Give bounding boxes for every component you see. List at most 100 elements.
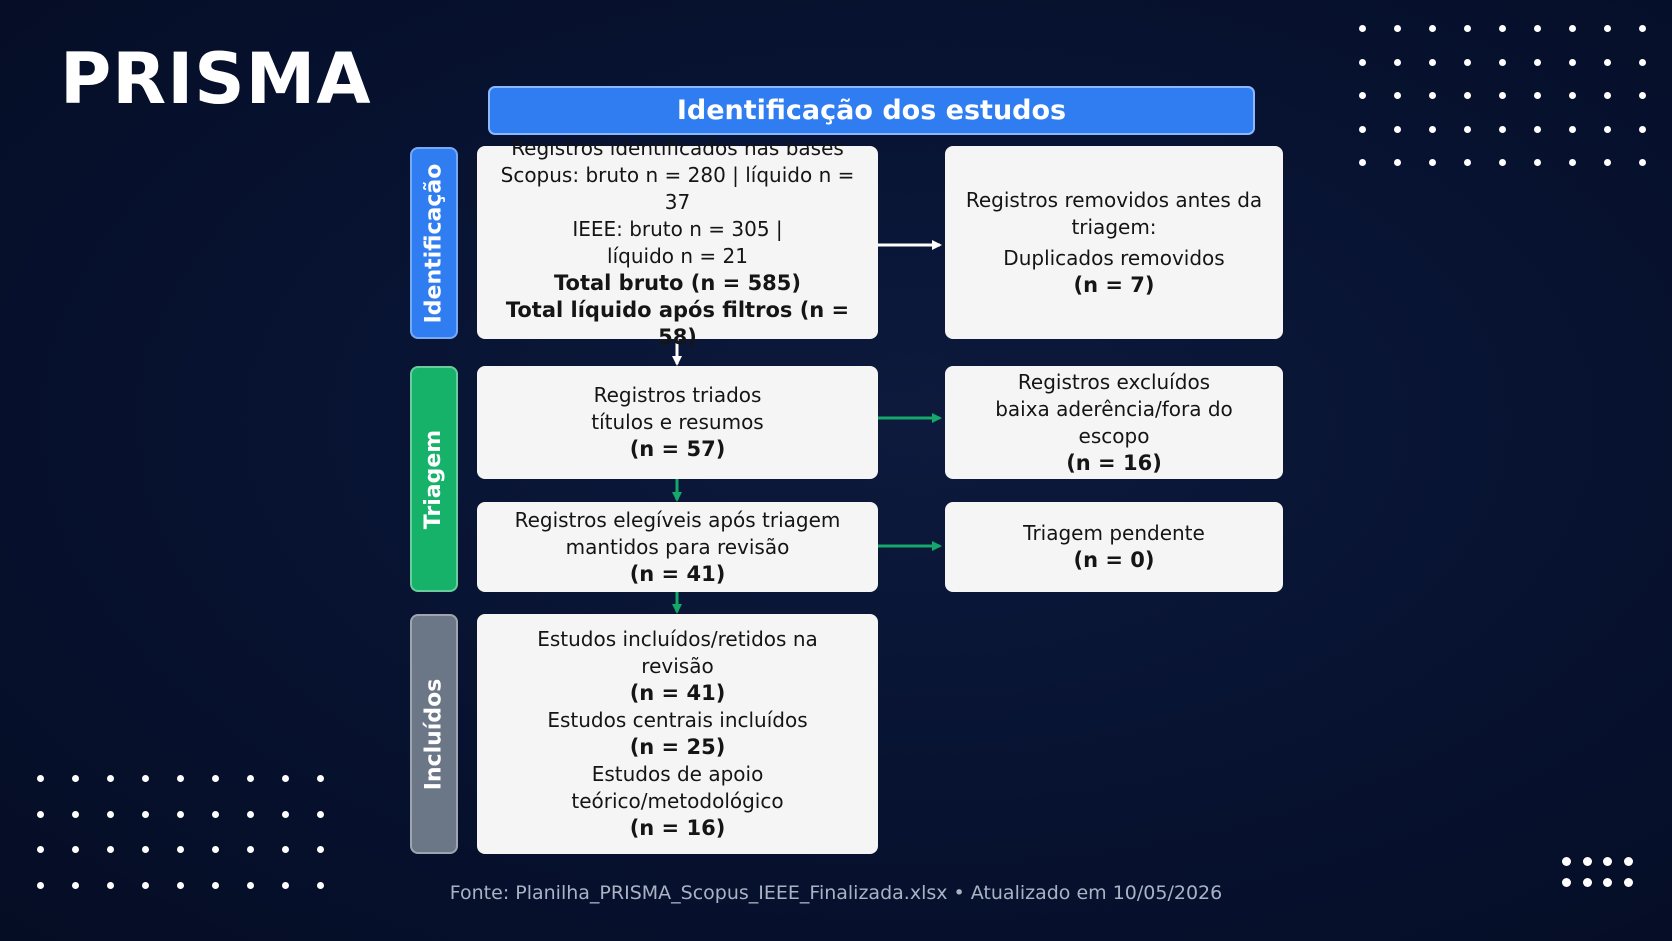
removed-count: (n = 7): [1073, 272, 1155, 297]
decorative-dot: [1639, 92, 1646, 99]
decorative-dot: [247, 775, 254, 782]
decorative-dot: [142, 846, 149, 853]
decorative-dot: [317, 846, 324, 853]
decorative-dot-grid-bottom-right: [1562, 857, 1644, 899]
decorative-dot: [1623, 857, 1633, 866]
removed-box: Registros removidos antes da triagem: Du…: [945, 146, 1283, 339]
decorative-dot: [212, 846, 219, 853]
decorative-dot: [1499, 92, 1506, 99]
decorative-dot: [282, 881, 289, 889]
decorative-dot: [1359, 25, 1366, 32]
decorative-dot: [1464, 58, 1471, 66]
eligible-line-1: Registros elegíveis após triagem: [514, 507, 841, 532]
decorative-dot: [72, 846, 79, 853]
decorative-dot: [1639, 125, 1646, 133]
decorative-dot: [1569, 92, 1576, 99]
decorative-dot: [317, 810, 324, 818]
decorative-dot: [282, 775, 289, 782]
decorative-dot: [1394, 159, 1401, 166]
page-title: PRISMA: [60, 38, 372, 120]
included-line-5: teórico/metodológico: [571, 789, 784, 813]
decorative-dot: [1569, 159, 1576, 166]
included-line-1: Estudos incluídos/retidos na: [537, 627, 818, 651]
screened-line-1: Registros triados: [593, 383, 762, 407]
decorative-dot: [1534, 25, 1541, 32]
decorative-dot: [107, 881, 114, 889]
decorative-dot: [1534, 58, 1541, 66]
decorative-dot: [317, 775, 324, 782]
decorative-dot: [1499, 159, 1506, 166]
decorative-dot: [1429, 92, 1436, 99]
decorative-dot: [37, 846, 44, 853]
decorative-dot: [212, 881, 219, 889]
decorative-dot: [1639, 58, 1646, 66]
excluded-count: (n = 16): [1066, 450, 1162, 475]
decorative-dot: [72, 881, 79, 889]
decorative-dot: [72, 810, 79, 818]
decorative-dot: [1569, 125, 1576, 133]
decorative-dot: [1623, 878, 1633, 887]
decorative-dot: [1582, 857, 1592, 866]
decorative-dot: [1499, 125, 1506, 133]
excluded-line-3: escopo: [1078, 423, 1150, 448]
decorative-dot: [177, 775, 184, 782]
decorative-dot: [37, 810, 44, 818]
decorative-dot: [1464, 125, 1471, 133]
stage-label-incluidos: Incluídos: [410, 614, 458, 854]
eligible-count: (n = 41): [629, 561, 726, 586]
included-count-2: (n = 25): [629, 735, 726, 759]
decorative-dot: [1359, 159, 1366, 166]
decorative-dot: [1639, 25, 1646, 32]
pending-line-1: Triagem pendente: [1023, 521, 1205, 545]
decorative-dot: [1394, 58, 1401, 66]
included-line-2: revisão: [641, 654, 714, 678]
decorative-dot: [177, 881, 184, 889]
decorative-dot: [1394, 92, 1401, 99]
eligible-line-2: mantidos para revisão: [565, 534, 790, 559]
decorative-dot: [177, 810, 184, 818]
decorative-dot: [1429, 125, 1436, 133]
decorative-dot: [72, 775, 79, 782]
decorative-dot: [37, 775, 44, 782]
decorative-dot: [1359, 92, 1366, 99]
decorative-dot: [107, 846, 114, 853]
included-line-4: Estudos de apoio: [591, 762, 764, 786]
identification-total-liquido: Total líquido após filtros (n = 58): [505, 297, 850, 349]
included-box: Estudos incluídos/retidos na revisão (n …: [477, 614, 878, 854]
excluded-box: Registros excluídos baixa aderência/fora…: [945, 366, 1283, 479]
decorative-dot: [1603, 857, 1612, 866]
screened-count: (n = 57): [629, 437, 726, 461]
decorative-dot: [107, 775, 114, 782]
decorative-dot: [1604, 159, 1611, 166]
decorative-dot: [1359, 58, 1366, 66]
decorative-dot: [1569, 58, 1576, 66]
decorative-dot: [1604, 25, 1611, 32]
pending-box: Triagem pendente (n = 0): [945, 502, 1283, 592]
decorative-dot: [1604, 92, 1611, 99]
excluded-line-2: baixa aderência/fora do: [995, 396, 1233, 421]
decorative-dot: [177, 846, 184, 853]
included-count-3: (n = 16): [629, 816, 726, 840]
source-footer: Fonte: Planilha_PRISMA_Scopus_IEEE_Final…: [449, 882, 1223, 904]
decorative-dot: [1464, 159, 1471, 166]
decorative-dot: [1464, 25, 1471, 32]
decorative-dot: [1604, 125, 1611, 133]
decorative-dot: [37, 881, 44, 889]
decorative-dot: [1429, 58, 1436, 66]
included-count-1: (n = 41): [629, 681, 726, 705]
removed-line-1: Registros removidos antes da: [965, 187, 1263, 212]
decorative-dot: [1394, 125, 1401, 133]
decorative-dot: [1569, 25, 1576, 32]
identification-line-2: Scopus: bruto n = 280 | líquido n = 37: [500, 162, 855, 214]
decorative-dot: [1604, 58, 1611, 66]
decorative-dot: [142, 810, 149, 818]
decorative-dot: [247, 810, 254, 818]
decorative-dot-grid-top-right: [1359, 25, 1672, 193]
decorative-dot: [1639, 159, 1646, 166]
decorative-dot: [1359, 125, 1366, 133]
decorative-dot: [247, 881, 254, 889]
decorative-dot: [317, 881, 324, 889]
decorative-dot: [1429, 25, 1436, 32]
decorative-dot: [1534, 159, 1541, 166]
